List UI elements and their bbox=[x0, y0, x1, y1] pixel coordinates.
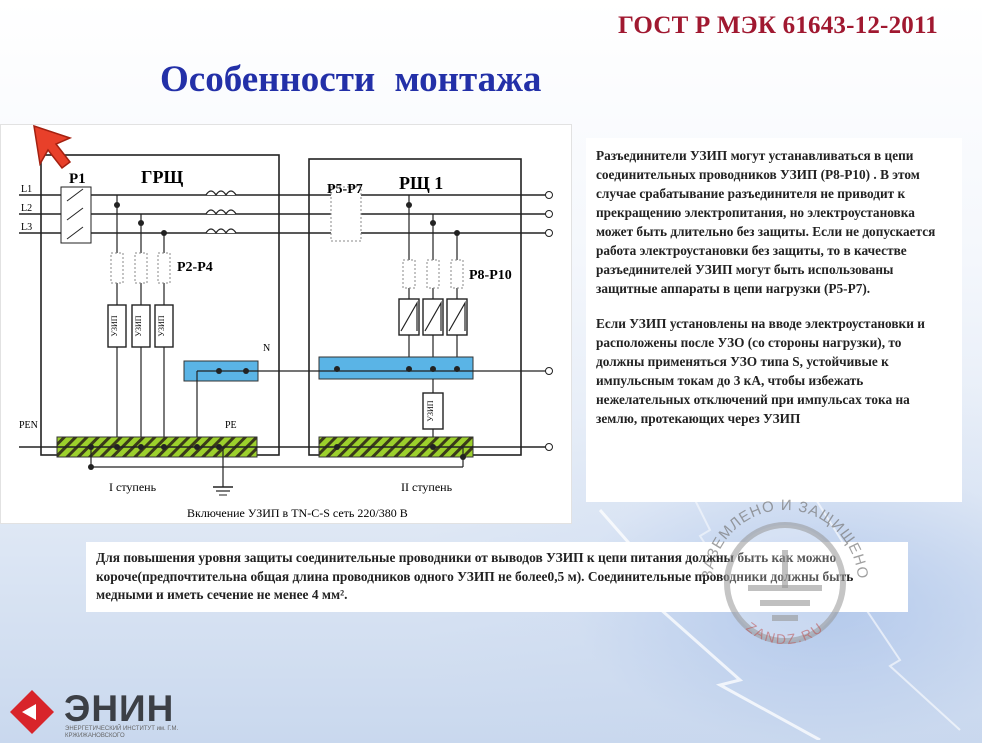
label-pen: PEN bbox=[19, 420, 38, 431]
uzip-label-3: УЗИП bbox=[157, 315, 166, 336]
uzip-label-1: УЗИП bbox=[110, 315, 119, 336]
enin-logo-icon bbox=[10, 690, 54, 734]
uzip-label-2: УЗИП bbox=[134, 315, 143, 336]
label-l2: L2 bbox=[21, 203, 32, 214]
n-bus-2 bbox=[318, 356, 474, 380]
enin-logo: ЭНИН ЭНЕРГЕТИЧЕСКИЙ ИНСТИТУТ им. Г.М. КР… bbox=[6, 688, 226, 740]
logo-subtitle: ЭНЕРГЕТИЧЕСКИЙ ИНСТИТУТ им. Г.М. КРЖИЖАН… bbox=[65, 726, 179, 739]
label-rsh1: РЩ 1 bbox=[399, 173, 443, 193]
label-stage2: II ступень bbox=[401, 480, 453, 494]
uzip-label-n: УЗИП bbox=[426, 400, 435, 421]
label-stage1: I ступень bbox=[109, 480, 157, 494]
standard-title: ГОСТ Р МЭК 61643-12-2011 bbox=[617, 12, 938, 39]
logo-name: ЭНИН bbox=[64, 688, 175, 729]
label-grsh: ГРЩ bbox=[141, 167, 183, 187]
side-paragraph-2: Если УЗИП установлены на вводе электроус… bbox=[596, 316, 925, 426]
label-l1: L1 bbox=[21, 184, 32, 195]
circuit-diagram: УЗИП УЗИП УЗИП УЗИП bbox=[0, 124, 572, 524]
label-p8p10: P8-P10 bbox=[469, 268, 512, 283]
diagram-caption: Включение УЗИП в TN-C-S сеть 220/380 В bbox=[187, 506, 408, 520]
side-text-panel: Разъединители УЗИП могут устанавливаться… bbox=[586, 138, 962, 502]
ground-symbol-icon: ЗАЗЕМЛЕНО И ЗАЩИЩЕНО ZANDZ.RU bbox=[699, 497, 870, 647]
label-p5p7: P5-P7 bbox=[327, 182, 363, 197]
arrow-cursor-icon bbox=[33, 124, 73, 170]
label-p2p4: P2-P4 bbox=[177, 260, 213, 275]
page-title: Особенности монтажа bbox=[160, 59, 542, 100]
label-p1: P1 bbox=[69, 171, 86, 187]
side-paragraph-1: Разъединители УЗИП могут устанавливаться… bbox=[596, 148, 936, 296]
label-pe: PE bbox=[225, 420, 237, 431]
label-n: N bbox=[263, 343, 270, 354]
label-l3: L3 bbox=[21, 222, 32, 233]
